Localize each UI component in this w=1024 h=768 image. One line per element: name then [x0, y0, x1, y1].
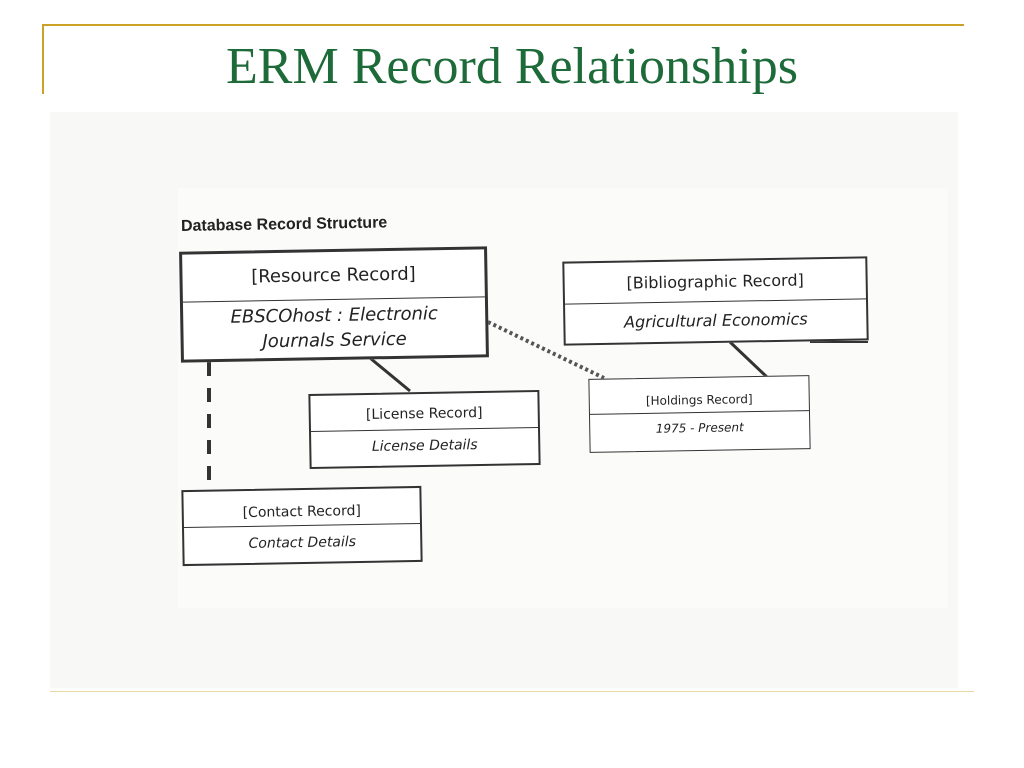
holdings-record-header: [Holdings Record]: [589, 376, 809, 415]
contact-record-header: [Contact Record]: [183, 487, 420, 529]
connector-bibliographic-holdings: [728, 340, 770, 380]
left-accent-rule: [42, 24, 44, 94]
bibliographic-record-box: [Bibliographic Record] Agricultural Econ…: [562, 256, 869, 346]
holdings-record-body: 1975 - Present: [655, 420, 744, 436]
resource-record-header: [Resource Record]: [182, 249, 485, 303]
contact-record-body: Contact Details: [248, 534, 357, 552]
contact-record-box: [Contact Record] Contact Details: [181, 485, 423, 567]
bottom-accent-rule: [50, 691, 974, 692]
connector-resource-license: [369, 356, 411, 393]
bibliographic-record-header: [Bibliographic Record]: [564, 258, 866, 305]
license-record-box: [License Record] License Details: [308, 389, 541, 470]
top-accent-rule: [42, 24, 964, 26]
slide-title: ERM Record Relationships: [226, 38, 798, 95]
license-record-body: License Details: [371, 437, 478, 455]
resource-record-body: EBSCOhost : Electronic Journals Service: [183, 297, 486, 355]
bibliographic-record-body: Agricultural Economics: [623, 309, 808, 332]
holdings-record-box: [Holdings Record] 1975 - Present: [588, 375, 811, 453]
resource-record-body-line2: Journals Service: [262, 328, 407, 353]
resource-record-box: [Resource Record] EBSCOhost : Electronic…: [179, 246, 489, 363]
license-record-header: [License Record]: [310, 392, 538, 432]
